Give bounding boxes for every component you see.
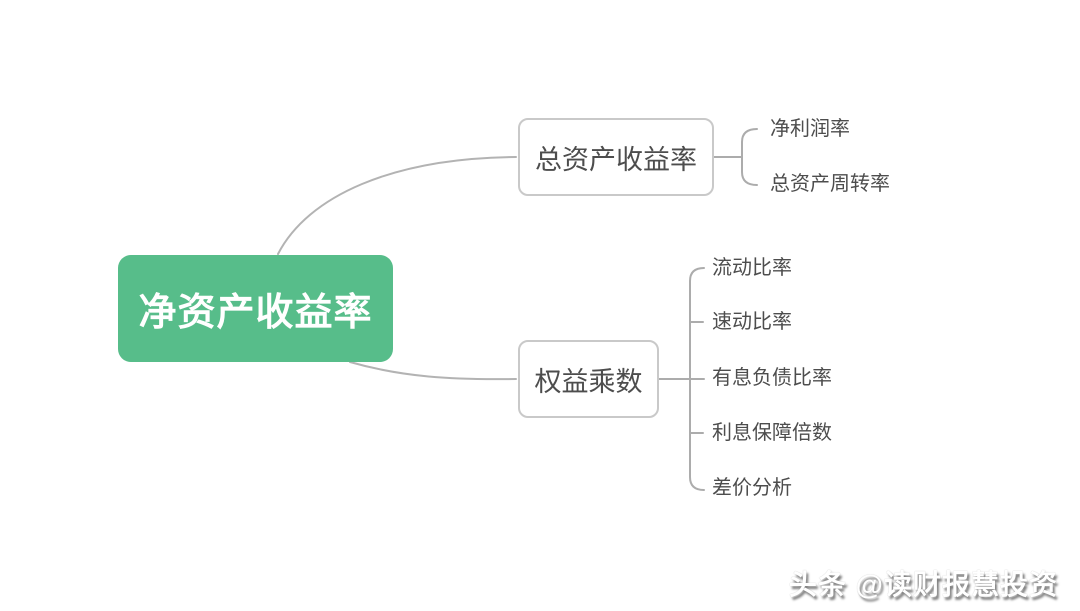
leaf-current-ratio[interactable]: 流动比率 — [712, 257, 792, 279]
edge-root-to-roa — [277, 156, 517, 255]
leaf-total-asset-turnover[interactable]: 总资产周转率 — [770, 173, 890, 195]
leaf-interest-coverage-ratio[interactable]: 利息保障倍数 — [712, 422, 832, 444]
leaf-price-difference-analysis[interactable]: 差价分析 — [712, 477, 792, 499]
bracket-roa-spine — [741, 128, 758, 186]
branch-node-total-asset-return[interactable]: 总资产收益率 — [518, 118, 714, 196]
toutiao-watermark: 头条 @读财报慧投资 — [788, 569, 1058, 600]
leaf-interest-bearing-debt-ratio[interactable]: 有息负债比率 — [712, 367, 832, 389]
bracket-equity-spine — [689, 267, 705, 491]
branch-node-equity-multiplier[interactable]: 权益乘数 — [518, 340, 659, 418]
leaf-quick-ratio[interactable]: 速动比率 — [712, 311, 792, 333]
leaf-net-profit-margin[interactable]: 净利润率 — [770, 118, 850, 140]
edge-root-to-equity — [349, 361, 517, 381]
root-node-roe[interactable]: 净资产收益率 — [118, 255, 393, 362]
